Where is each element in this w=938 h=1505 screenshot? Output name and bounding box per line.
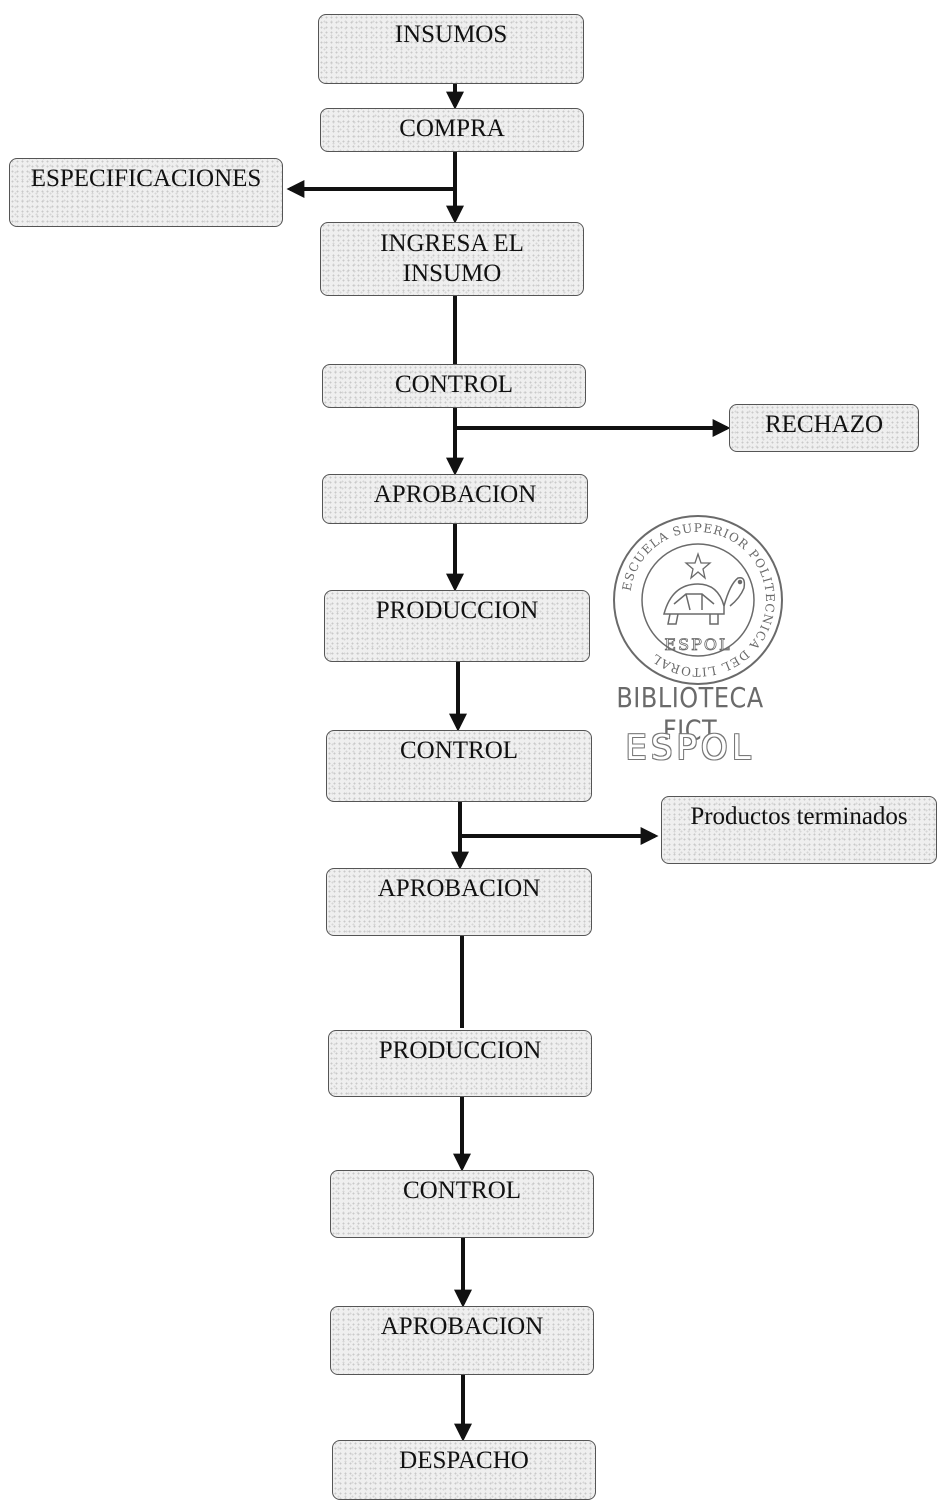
node-compra: COMPRA	[320, 108, 584, 152]
node-ingresa-line2: INSUMO	[402, 260, 502, 287]
espol-seal-stamp: ESCUELA SUPERIOR POLITECNICA DEL LITORAL…	[613, 515, 783, 685]
node-especificaciones: ESPECIFICACIONES	[9, 158, 283, 227]
node-control-3: CONTROL	[330, 1170, 594, 1238]
node-insumos: INSUMOS	[318, 14, 584, 84]
node-produccion-1: PRODUCCION	[324, 590, 590, 662]
node-rechazo: RECHAZO	[729, 404, 919, 452]
biblioteca-stamp-text: BIBLIOTECA FICT	[616, 681, 764, 747]
node-despacho: DESPACHO	[332, 1440, 596, 1500]
seal-center-text: ESPOL	[664, 635, 731, 654]
espol-stamp-text: ESPOL	[625, 728, 755, 768]
node-productos-terminados: Productos terminados	[661, 796, 937, 864]
node-aprobacion-1: APROBACION	[322, 474, 588, 524]
star-icon	[684, 551, 712, 580]
node-ingresa-el-insumo: INGRESA EL INSUMO	[320, 222, 584, 296]
node-aprobacion-3: APROBACION	[330, 1306, 594, 1375]
node-aprobacion-2: APROBACION	[326, 868, 592, 936]
node-ingresa-line1: INGRESA EL	[380, 230, 524, 257]
tortoise-icon	[663, 576, 746, 625]
node-control-2: CONTROL	[326, 730, 592, 802]
node-produccion-2: PRODUCCION	[328, 1030, 592, 1097]
node-control-1: CONTROL	[322, 364, 586, 408]
